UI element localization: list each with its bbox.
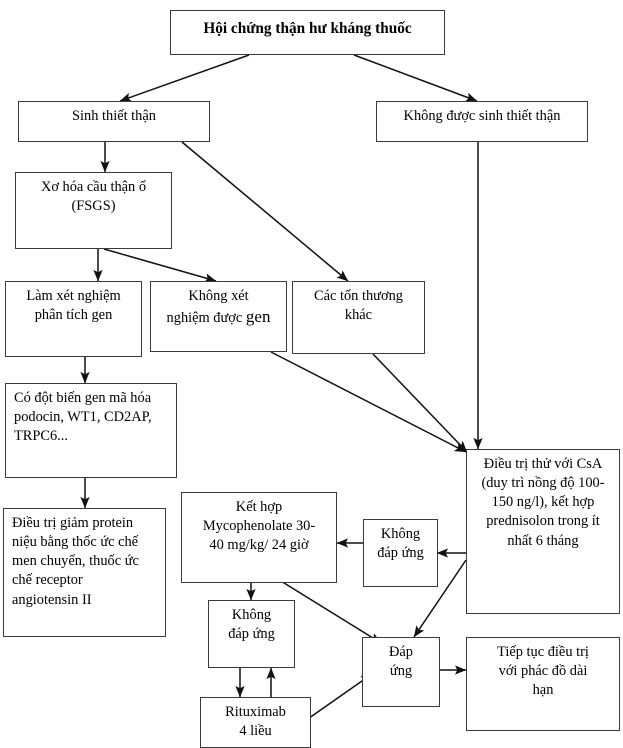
edge-biopsy-yes-to-other xyxy=(181,141,349,282)
node-mutation[interactable]: Có đột biến gen mã hóa podocin, WT1, CD2… xyxy=(5,383,177,478)
edge-nogenetest-to-csa xyxy=(270,351,467,453)
node-mycophenolate-label: Kết hợp Mycophenolate 30- 40 mg/kg/ 24 g… xyxy=(202,499,316,554)
node-csa-trial[interactable]: Điều trị thử với CsA (duy trì nồng độ 10… xyxy=(466,449,620,614)
node-biopsy-no[interactable]: Không được sinh thiết thận xyxy=(376,101,588,142)
node-no-response-left-label: Không đáp ứng xyxy=(228,607,275,643)
node-response[interactable]: Đáp ứng xyxy=(362,637,440,707)
no-gene-test-line2: nghiệm được xyxy=(166,310,246,327)
edge-fsgs-to-nogenetest xyxy=(103,248,217,283)
node-no-gene-test-label: Không xét nghiệm được gen xyxy=(151,282,286,329)
node-biopsy-yes[interactable]: Sinh thiết thận xyxy=(18,101,210,142)
node-other-lesions-label: Các tổn thương khác xyxy=(314,288,403,324)
no-gene-test-line1: Không xét xyxy=(188,288,249,304)
node-acei-arb[interactable]: Điều trị giảm protein niệu bằng thốc ức … xyxy=(3,508,166,637)
edge-other-to-csa xyxy=(372,353,468,453)
edge-title-to-biopsy-yes xyxy=(119,54,250,102)
edge-title-to-biopsy-no xyxy=(353,54,478,102)
node-long-term-label: Tiếp tục điều trị với phác đồ dài hạn xyxy=(497,644,589,699)
node-acei-arb-label: Điều trị giảm protein niệu bằng thốc ức … xyxy=(12,515,139,608)
node-no-gene-test[interactable]: Không xét nghiệm được gen xyxy=(150,281,287,352)
node-title[interactable]: Hội chứng thận hư kháng thuốc xyxy=(170,10,445,55)
node-biopsy-no-label: Không được sinh thiết thận xyxy=(403,108,561,124)
node-other-lesions[interactable]: Các tổn thương khác xyxy=(292,281,425,354)
node-csa-trial-label: Điều trị thử với CsA (duy trì nồng độ 10… xyxy=(481,456,605,549)
node-rituximab-label: Rituximab 4 liều xyxy=(225,704,286,740)
node-title-label: Hội chứng thận hư kháng thuốc xyxy=(203,20,412,37)
node-no-response-left[interactable]: Không đáp ứng xyxy=(208,600,295,668)
node-response-label: Đáp ứng xyxy=(389,644,413,680)
no-gene-test-gen: gen xyxy=(245,307,271,327)
node-no-response-right-label: Không đáp ứng xyxy=(377,526,424,562)
node-fsgs-label: Xơ hóa cầu thận ổ (FSGS) xyxy=(40,179,147,215)
node-rituximab[interactable]: Rituximab 4 liều xyxy=(200,697,311,748)
node-long-term[interactable]: Tiếp tục điều trị với phác đồ dài hạn xyxy=(466,637,620,731)
node-biopsy-yes-label: Sinh thiết thận xyxy=(72,108,156,124)
node-fsgs[interactable]: Xơ hóa cầu thận ổ (FSGS) xyxy=(15,172,172,249)
node-mycophenolate[interactable]: Kết hợp Mycophenolate 30- 40 mg/kg/ 24 g… xyxy=(181,492,337,583)
node-no-response-right[interactable]: Không đáp ứng xyxy=(363,519,438,587)
node-gene-test[interactable]: Làm xét nghiệm phân tích gen xyxy=(5,281,142,357)
node-mutation-label: Có đột biến gen mã hóa podocin, WT1, CD2… xyxy=(14,390,152,445)
node-gene-test-label: Làm xét nghiệm phân tích gen xyxy=(26,288,121,324)
